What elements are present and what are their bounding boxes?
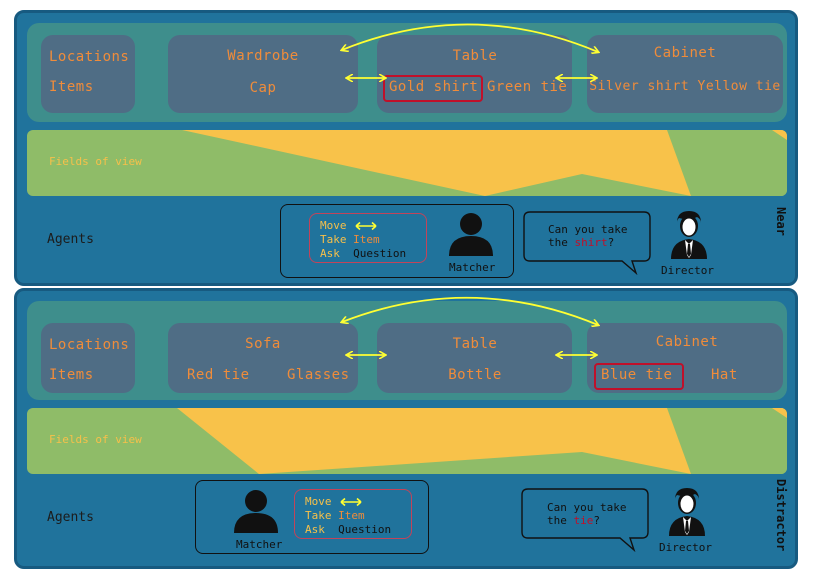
- item-red-tie: Red tie: [187, 367, 250, 383]
- director-label: Director: [659, 541, 712, 554]
- matcher-icon: [234, 490, 278, 533]
- action-ask: Ask Question: [305, 523, 392, 536]
- action-take: Take Item: [305, 509, 365, 522]
- action-take: Take Item: [320, 233, 380, 246]
- speech-bubble: [523, 211, 651, 275]
- matcher-icon: [449, 213, 493, 256]
- labels-box: [41, 35, 135, 113]
- target-item-highlight: [383, 75, 483, 102]
- action-ask: Ask Question: [320, 247, 407, 260]
- fields-of-view: Fields of view: [27, 130, 787, 196]
- table-label: Table: [452, 48, 498, 64]
- locations-label: Locations: [49, 49, 130, 65]
- action-move: Move: [305, 495, 364, 508]
- table-label: Table: [452, 336, 498, 352]
- director-question: Can you take the shirt?: [548, 223, 628, 249]
- wardrobe-label: Wardrobe: [227, 48, 299, 64]
- director-icon: [669, 488, 705, 536]
- location-sofa: [168, 323, 358, 393]
- director-icon: [671, 211, 707, 259]
- cabinet-label: Cabinet: [653, 45, 717, 61]
- matcher-label: Matcher: [236, 538, 283, 551]
- item-hat: Hat: [711, 367, 738, 383]
- items-label: Items: [49, 367, 94, 383]
- item-glasses: Glasses: [287, 367, 350, 383]
- item-green-tie: Green tie: [487, 79, 568, 95]
- agents-label: Agents: [47, 232, 94, 247]
- distractor-panel: Locations Items Sofa Table Cabinet Red t…: [14, 288, 798, 569]
- matcher-agent: Matcher Move Take Item Ask Question: [195, 480, 429, 554]
- locations-strip: Locations Items Sofa Table Cabinet Red t…: [27, 301, 787, 400]
- item-blue-tie: Blue tie: [601, 367, 673, 383]
- action-move: Move: [320, 219, 379, 232]
- cabinet-items: Silver shirt Yellow tie: [589, 79, 781, 94]
- locations-strip: Locations Items Wardrobe Table Cabinet C…: [27, 23, 787, 122]
- condition-label-distractor: Distractor: [774, 479, 788, 552]
- location-cabinet: [587, 35, 783, 113]
- agents-label: Agents: [47, 510, 94, 525]
- speech-bubble: [521, 488, 649, 552]
- fields-of-view: Fields of view: [27, 408, 787, 474]
- locations-label: Locations: [49, 337, 130, 353]
- cabinet-label: Cabinet: [655, 334, 719, 350]
- director-question: Can you take the tie?: [547, 501, 627, 527]
- fields-of-view-label: Fields of view: [49, 433, 142, 446]
- director-label: Director: [661, 264, 714, 277]
- sofa-label: Sofa: [245, 336, 281, 352]
- fields-of-view-label: Fields of view: [49, 155, 142, 168]
- location-table: [377, 323, 572, 393]
- location-cabinet: [587, 323, 783, 393]
- target-item-highlight: [594, 363, 684, 390]
- move-arrow-icon: [355, 221, 377, 231]
- condition-label-near: Near: [774, 207, 788, 236]
- items-label: Items: [49, 79, 94, 95]
- labels-box: [41, 323, 135, 393]
- action-space: Move Take Item Ask Question: [294, 489, 412, 539]
- matcher-label: Matcher: [449, 261, 496, 274]
- item-cap: Cap: [249, 80, 277, 96]
- matcher-agent: Move Take Item Ask Question Matcher: [280, 204, 514, 278]
- location-wardrobe: [168, 35, 358, 113]
- near-panel: Locations Items Wardrobe Table Cabinet C…: [14, 10, 798, 286]
- item-gold-shirt: Gold shirt: [389, 79, 479, 95]
- item-bottle: Bottle: [448, 367, 502, 383]
- move-arrow-icon: [340, 497, 362, 507]
- action-space: Move Take Item Ask Question: [309, 213, 427, 263]
